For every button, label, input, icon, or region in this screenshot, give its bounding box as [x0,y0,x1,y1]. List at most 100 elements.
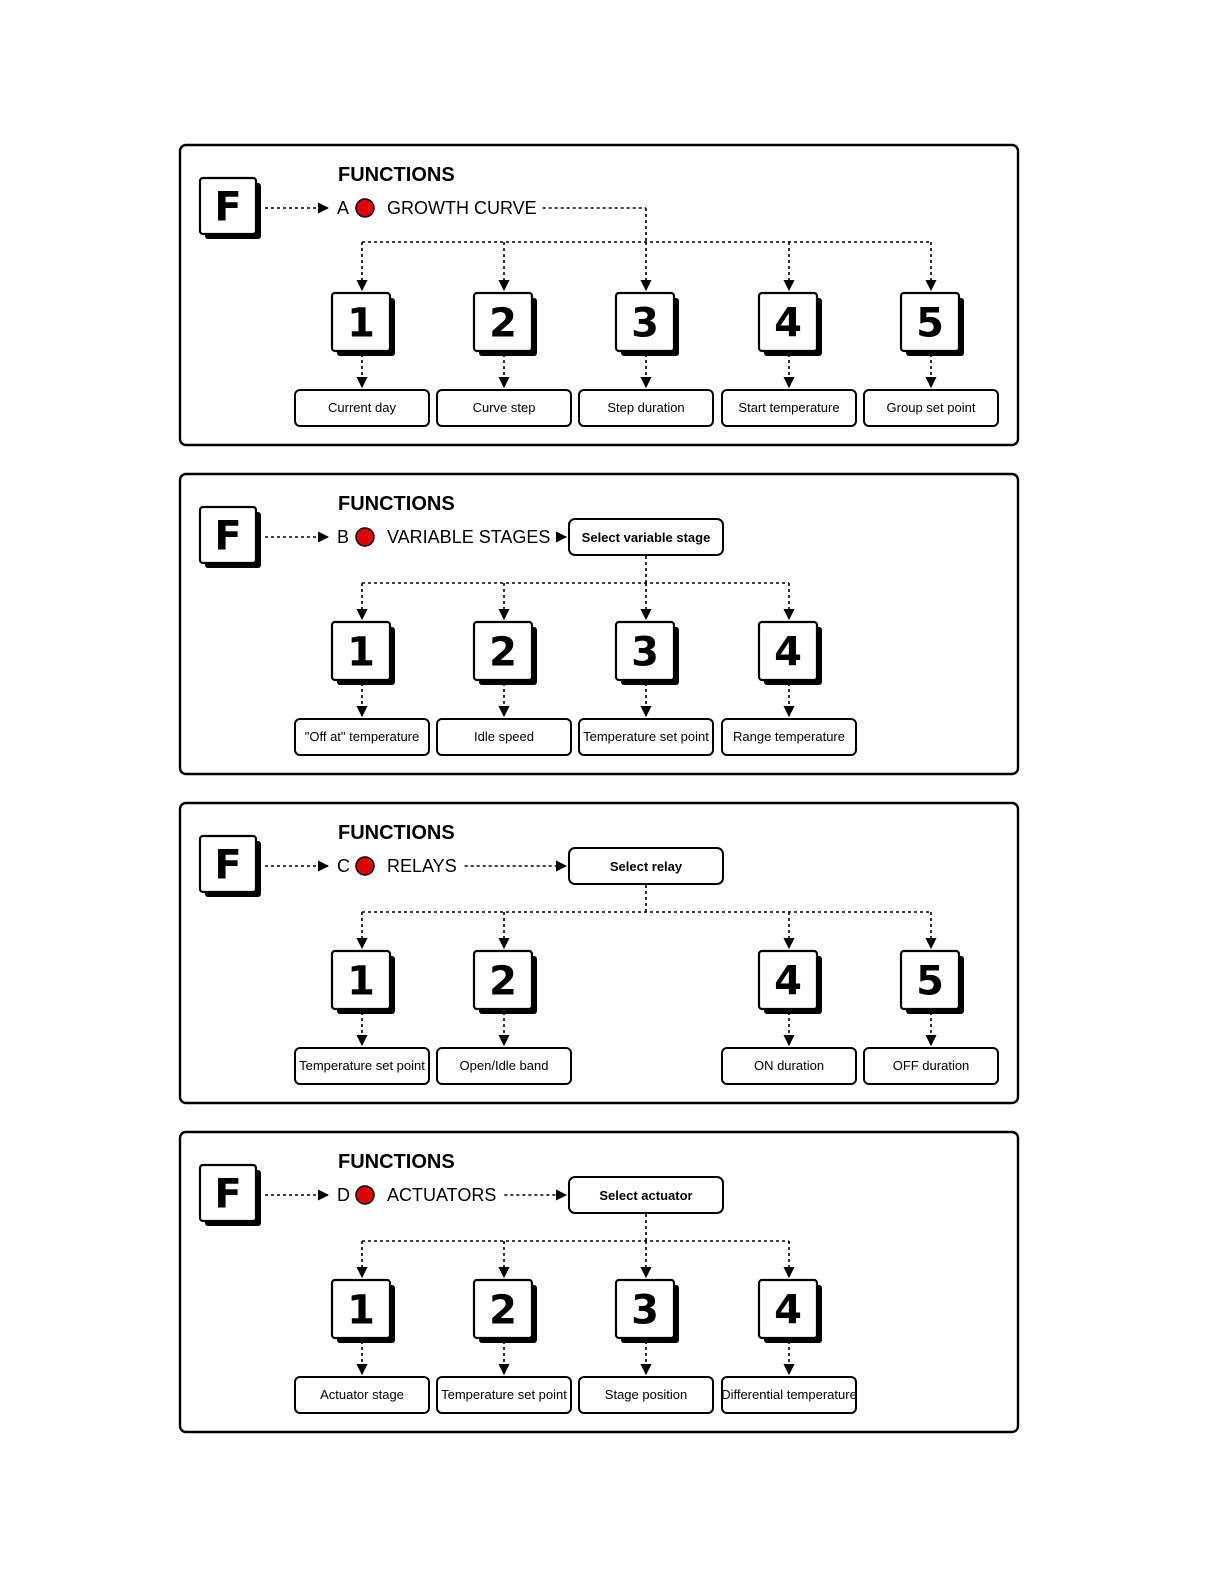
function-item-label: Differential temperature [721,1387,857,1402]
function-item-label: Temperature set point [441,1387,567,1402]
panel-frame [178,1130,1020,1434]
function-item-label: Range temperature [733,729,845,744]
number-key-1-button[interactable]: 1 [330,949,395,1014]
indicator-led-icon [355,1185,375,1205]
function-panel-d: F FUNCTIONS D ACTUATORS Select actuator 1Actu… [178,1130,1020,1434]
panel-title: FUNCTIONS [338,1151,455,1173]
select-label: Select actuator [599,1188,692,1203]
function-item-label: Idle speed [474,729,534,744]
function-item-box[interactable]: Differential temperature [721,1376,857,1414]
function-item-label: Current day [328,400,396,415]
function-item-label: Start temperature [738,400,839,415]
function-item-label: "Off at" temperature [305,729,420,744]
key-label: 3 [631,629,659,675]
function-item-label: Temperature set point [583,729,709,744]
number-key-4-button[interactable]: 4 [757,949,822,1014]
number-key-5-button[interactable]: 5 [899,949,964,1014]
indicator-led-icon [355,198,375,218]
select-label: Select relay [610,859,683,874]
function-item-box[interactable]: Range temperature [721,718,857,756]
function-item-box[interactable]: ON duration [721,1047,857,1085]
number-key-2-button[interactable]: 2 [472,949,537,1014]
function-item-box[interactable]: "Off at" temperature [294,718,430,756]
function-item-label: OFF duration [893,1058,970,1073]
number-key-2-button[interactable]: 2 [472,1278,537,1343]
number-key-1-button[interactable]: 1 [330,1278,395,1343]
key-label: 2 [489,958,517,1004]
function-item-box[interactable]: Temperature set point [294,1047,430,1085]
function-item-box[interactable]: Group set point [863,389,999,427]
function-item-box[interactable]: OFF duration [863,1047,999,1085]
number-key-3-button[interactable]: 3 [614,291,679,356]
menu-label: RELAYS [387,856,457,876]
function-item-box[interactable]: Step duration [578,389,714,427]
function-panel-c: F FUNCTIONS C RELAYS Select relay 1Temperatur… [178,801,1020,1105]
number-key-4-button[interactable]: 4 [757,291,822,356]
function-item-label: Stage position [605,1387,687,1402]
function-item-label: Group set point [887,400,976,415]
key-label: 2 [489,629,517,675]
menu-label: VARIABLE STAGES [387,527,550,547]
menu-letter: C [337,856,350,876]
function-item-box[interactable]: Stage position [578,1376,714,1414]
key-label: 4 [774,629,802,675]
menu-letter: B [337,527,349,547]
panel-title: FUNCTIONS [338,493,455,515]
function-item-label: Temperature set point [299,1058,425,1073]
key-label: F [214,1171,241,1217]
menu-letter: A [337,198,349,218]
function-item-label: Actuator stage [320,1387,404,1402]
key-label: F [214,184,241,230]
number-key-1-button[interactable]: 1 [330,291,395,356]
select-box[interactable]: Select relay [568,847,724,885]
key-label: 1 [347,629,375,675]
f-key-button[interactable]: F [198,1163,261,1226]
function-item-box[interactable]: Current day [294,389,430,427]
key-label: 1 [347,300,375,346]
function-item-label: Step duration [607,400,684,415]
key-label: 4 [774,1287,802,1333]
key-label: 2 [489,300,517,346]
key-label: 5 [916,300,944,346]
f-key-button[interactable]: F [198,834,261,897]
key-label: 4 [774,958,802,1004]
number-key-3-button[interactable]: 3 [614,1278,679,1343]
function-item-box[interactable]: Idle speed [436,718,572,756]
panel-frame [178,472,1020,776]
function-item-box[interactable]: Start temperature [721,389,857,427]
key-label: 5 [916,958,944,1004]
function-item-label: ON duration [754,1058,824,1073]
key-label: 3 [631,300,659,346]
f-key-button[interactable]: F [198,176,261,239]
menu-letter: D [337,1185,350,1205]
number-key-2-button[interactable]: 2 [472,620,537,685]
function-item-box[interactable]: Open/Idle band [436,1047,572,1085]
select-box[interactable]: Select actuator [568,1176,724,1214]
number-key-2-button[interactable]: 2 [472,291,537,356]
key-label: 4 [774,300,802,346]
panel-title: FUNCTIONS [338,164,455,186]
key-label: F [214,513,241,559]
function-item-box[interactable]: Temperature set point [578,718,714,756]
function-item-box[interactable]: Temperature set point [436,1376,572,1414]
number-key-4-button[interactable]: 4 [757,620,822,685]
key-label: 1 [347,1287,375,1333]
key-label: F [214,842,241,888]
number-key-5-button[interactable]: 5 [899,291,964,356]
f-key-button[interactable]: F [198,505,261,568]
panel-frame [178,143,1020,447]
select-box[interactable]: Select variable stage [568,518,724,556]
number-key-1-button[interactable]: 1 [330,620,395,685]
function-item-box[interactable]: Actuator stage [294,1376,430,1414]
function-item-box[interactable]: Curve step [436,389,572,427]
number-key-3-button[interactable]: 3 [614,620,679,685]
panel-title: FUNCTIONS [338,822,455,844]
menu-label: ACTUATORS [387,1185,496,1205]
function-item-label: Curve step [473,400,536,415]
function-item-label: Open/Idle band [460,1058,549,1073]
indicator-led-icon [355,527,375,547]
key-label: 3 [631,1287,659,1333]
number-key-4-button[interactable]: 4 [757,1278,822,1343]
